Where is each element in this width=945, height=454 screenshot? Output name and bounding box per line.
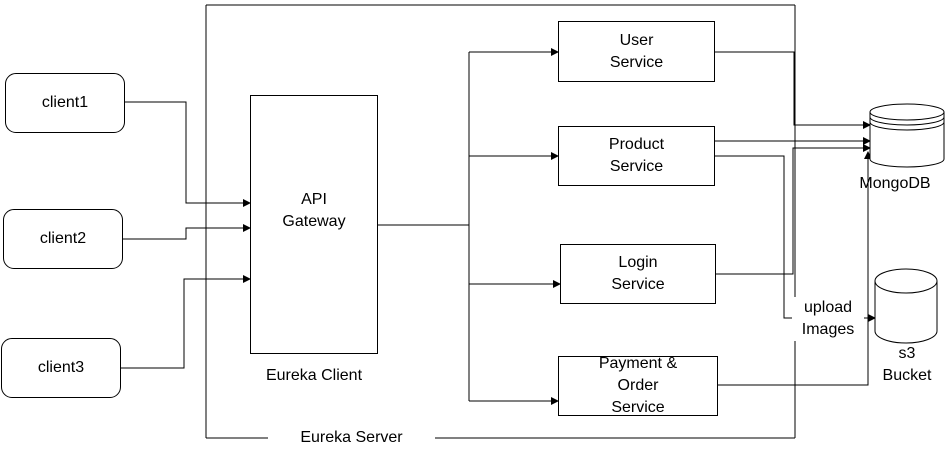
client1-to-gateway-arrow [124,101,251,207]
login-service-label-line1: Login [618,254,658,271]
client3-label: client3 [37,359,85,376]
payment-service-label-line1: Payment & [598,355,678,372]
s3-bucket-label: s3 Bucket [870,343,944,387]
product-service-node[interactable]: Product Service [558,126,715,186]
upload-images-label: upload Images [792,297,864,341]
product-service-label-line2: Service [609,158,664,175]
client1-label: client1 [41,94,89,111]
payment-to-mongodb-arrow [718,151,872,386]
s3-bucket-icon [874,268,938,344]
client2-node[interactable]: client2 [3,209,123,269]
client2-label: client2 [39,230,87,247]
user-service-label-line2: Service [609,53,664,71]
api-gateway-node[interactable]: API Gateway [250,95,378,354]
login-service-label-line2: Service [611,276,665,293]
mongodb-label: MongoDB [859,175,931,192]
login-service-node[interactable]: Login Service [560,244,716,304]
payment-order-service-node[interactable]: Payment & Order Service [558,355,718,416]
client3-node[interactable]: client3 [1,338,121,398]
user-to-mongodb-arrow [715,51,871,129]
api-gateway-label-line2: Gateway [282,213,346,230]
client-connectors [121,101,251,369]
s3-label-line1: s3 [898,345,916,362]
gateway-connectors [378,48,561,405]
product-service-label-line1: Product [608,136,665,153]
eureka-client-label: Eureka Client [265,367,363,384]
s3-label-line2: Bucket [882,367,932,384]
user-service-node[interactable]: User Service [558,21,715,82]
mongodb-icon [869,103,945,168]
payment-service-label-line3: Service [611,399,665,416]
upload-label-line1: upload [803,299,853,316]
api-gateway-label-line1: API [301,191,327,208]
upload-label-line2: Images [801,321,855,338]
payment-service-label-line2: Order [617,377,659,394]
login-to-mongodb-arrow [716,144,871,275]
eureka-server-boundary [205,4,796,439]
client3-to-gateway-arrow [121,275,251,369]
client1-node[interactable]: client1 [5,73,125,133]
client2-to-gateway-arrow [122,224,251,240]
eureka-server-label: Eureka Server [300,429,403,446]
user-service-label-line1: User [619,31,654,49]
